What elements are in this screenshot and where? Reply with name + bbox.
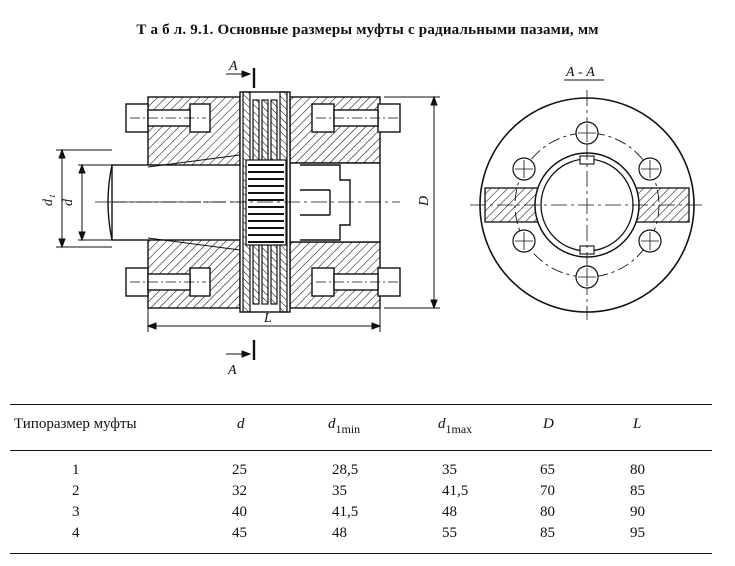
bolt-lower-left	[125, 267, 211, 297]
cell-d1min: 28,5	[332, 462, 359, 478]
header-size: Типоразмер муфты	[14, 416, 137, 432]
right-flange-upper	[289, 96, 381, 164]
table-title: Т а б л. 9.1. Основные размеры муфты с р…	[136, 22, 599, 38]
cell-d: 32	[232, 483, 247, 499]
cell-size: 4	[72, 525, 80, 541]
cell-d1max: 48	[442, 504, 457, 520]
dim-L-label: L	[263, 311, 272, 326]
table-header-rule	[10, 450, 712, 451]
cell-size: 3	[72, 504, 80, 520]
dim-D-label: D	[417, 196, 432, 207]
cell-d: 40	[232, 504, 247, 520]
cell-D: 85	[540, 525, 555, 541]
cell-d1max: 35	[442, 462, 457, 478]
dim-d-label: d	[61, 198, 76, 206]
bolt-upper-right	[311, 103, 401, 133]
cell-d1min: 41,5	[332, 504, 359, 520]
section-label-bottom: A	[227, 363, 237, 378]
shaft	[111, 164, 245, 241]
coupling-drawing: A A d₁ d D L А - А	[41, 59, 704, 378]
header-d: d	[237, 416, 245, 432]
cell-D: 80	[540, 504, 555, 520]
cell-L: 80	[630, 462, 645, 478]
cell-d1min: 48	[332, 525, 347, 541]
bolt-upper-left	[125, 103, 211, 133]
header-d1max: d1max	[438, 416, 473, 436]
table-top-rule	[10, 404, 712, 405]
cell-D: 70	[540, 483, 555, 499]
cell-size: 2	[72, 483, 80, 499]
table-bottom-rule	[10, 553, 712, 554]
cell-d1max: 55	[442, 525, 457, 541]
header-L: L	[633, 416, 642, 432]
cell-d1min: 35	[332, 483, 347, 499]
header-D: D	[543, 416, 554, 432]
longitudinal-section	[95, 91, 401, 313]
cell-L: 90	[630, 504, 645, 520]
section-view-label: А - А	[565, 65, 595, 80]
cell-L: 95	[630, 525, 645, 541]
cell-d: 25	[232, 462, 247, 478]
cell-d: 45	[232, 525, 247, 541]
bolt-holes	[512, 121, 662, 289]
cell-L: 85	[630, 483, 645, 499]
dim-d1-label: d₁	[41, 194, 56, 206]
cell-d1max: 41,5	[442, 483, 469, 499]
cell-size: 1	[72, 462, 80, 478]
dimensions	[56, 68, 440, 360]
cell-D: 65	[540, 462, 555, 478]
header-d1min: d1min	[328, 416, 361, 436]
section-label-top: A	[228, 59, 238, 74]
cross-section-view	[470, 90, 704, 320]
bolt-lower-right	[311, 267, 401, 297]
